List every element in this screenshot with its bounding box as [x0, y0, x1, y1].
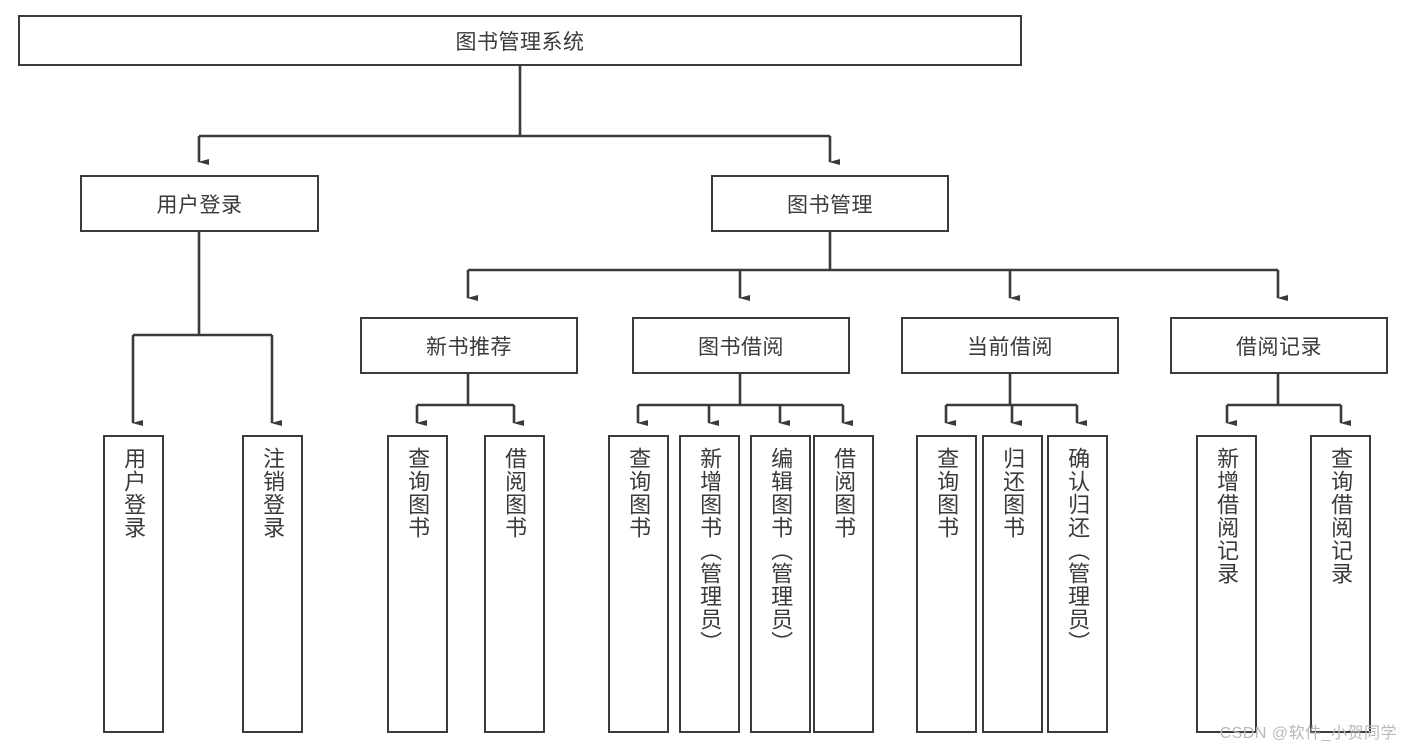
node-label: 查询图书 [626, 447, 652, 539]
node-label: 当前借阅 [967, 335, 1053, 359]
leaf-query-book-current[interactable]: 查询图书 [916, 435, 977, 733]
leaf-borrow-book[interactable]: 借阅图书 [813, 435, 874, 733]
node-label: 查询借阅记录 [1328, 447, 1354, 585]
node-root-book-management-system[interactable]: 图书管理系统 [18, 15, 1022, 66]
watermark: CSDN @软件_小贺同学 [1219, 725, 1397, 742]
node-label: 注销登录 [260, 447, 286, 539]
node-current-borrow[interactable]: 当前借阅 [901, 317, 1119, 374]
leaf-query-borrow-record[interactable]: 查询借阅记录 [1310, 435, 1371, 733]
node-label: 图书管理系统 [455, 30, 585, 54]
leaf-user-login[interactable]: 用户登录 [103, 435, 164, 733]
leaf-confirm-return-admin[interactable]: 确认归还（管理员） [1047, 435, 1108, 733]
node-label: 编辑图书（管理员） [768, 447, 794, 654]
leaf-edit-book-admin[interactable]: 编辑图书（管理员） [750, 435, 811, 733]
node-book-borrow[interactable]: 图书借阅 [632, 317, 850, 374]
leaf-add-book-admin[interactable]: 新增图书（管理员） [679, 435, 740, 733]
node-book-management[interactable]: 图书管理 [711, 175, 949, 232]
leaf-borrow-book-recommend[interactable]: 借阅图书 [484, 435, 545, 733]
node-label: 确认归还（管理员） [1065, 447, 1091, 654]
leaf-return-book[interactable]: 归还图书 [982, 435, 1043, 733]
leaf-query-book-borrow[interactable]: 查询图书 [608, 435, 669, 733]
node-label: 归还图书 [1000, 447, 1026, 539]
leaf-add-borrow-record[interactable]: 新增借阅记录 [1196, 435, 1257, 733]
node-label: 图书借阅 [698, 335, 784, 359]
node-label: 图书管理 [787, 193, 873, 217]
node-label: 用户登录 [156, 193, 243, 217]
node-borrow-record[interactable]: 借阅记录 [1170, 317, 1388, 374]
node-label: 用户登录 [121, 447, 147, 539]
leaf-user-logout[interactable]: 注销登录 [242, 435, 303, 733]
leaf-query-book-recommend[interactable]: 查询图书 [387, 435, 448, 733]
node-label: 新书推荐 [426, 335, 512, 359]
node-label: 借阅记录 [1236, 335, 1322, 359]
node-new-book-recommend[interactable]: 新书推荐 [360, 317, 578, 374]
node-label: 查询图书 [934, 447, 960, 539]
node-label: 查询图书 [405, 447, 431, 539]
node-label: 新增借阅记录 [1214, 447, 1240, 585]
node-label: 借阅图书 [831, 447, 857, 539]
node-label: 借阅图书 [502, 447, 528, 539]
node-label: 新增图书（管理员） [697, 447, 723, 654]
node-user-login[interactable]: 用户登录 [80, 175, 319, 232]
